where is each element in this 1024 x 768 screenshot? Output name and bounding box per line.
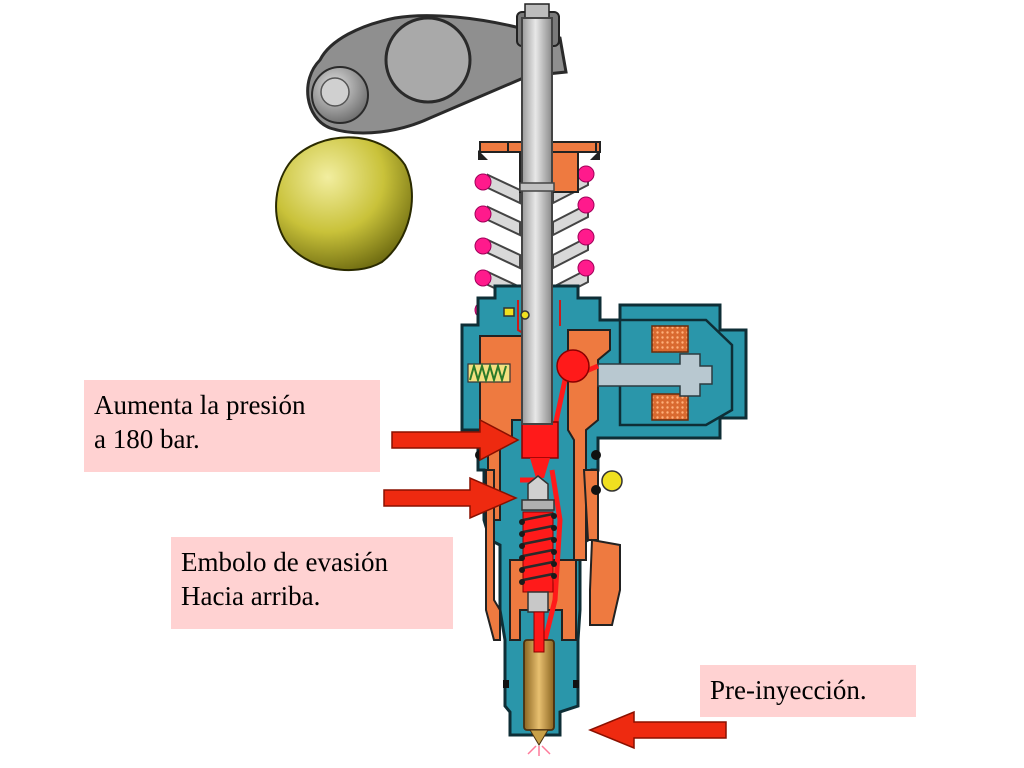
solenoid-coil-lower	[651, 393, 689, 421]
rocker-arm	[306, 3, 568, 135]
injector-nozzle	[523, 611, 555, 746]
solenoid-valve	[597, 318, 734, 427]
pressure-increase-label: Aumenta la presión a 180 bar.	[84, 380, 380, 472]
pressure-label-line2: a 180 bar.	[94, 424, 200, 454]
evasion-plunger	[521, 475, 555, 511]
arrow-plunger	[383, 476, 518, 520]
fuel-spray	[527, 745, 551, 756]
yellow-check-valves	[503, 307, 623, 492]
solenoid-armature	[597, 353, 713, 397]
solenoid-coil-upper	[651, 325, 689, 353]
needle-spring	[467, 362, 511, 384]
plunger-label-line1: Embolo de evasión	[181, 547, 388, 577]
plunger-label-line2: Hacia arriba.	[181, 581, 321, 611]
high-pressure-chamber	[521, 349, 590, 478]
nozzle-spring	[519, 511, 557, 613]
arrow-pressure	[391, 418, 520, 462]
arrow-pre-injection	[588, 710, 727, 750]
seat-clips	[478, 150, 600, 160]
cam	[275, 136, 413, 272]
pre-injection-text: Pre-inyección.	[710, 675, 867, 705]
pump-plunger	[519, 17, 555, 425]
pressure-label-line1: Aumenta la presión	[94, 390, 306, 420]
pre-injection-label: Pre-inyección.	[700, 665, 916, 717]
evasion-plunger-label: Embolo de evasión Hacia arriba.	[171, 537, 453, 629]
